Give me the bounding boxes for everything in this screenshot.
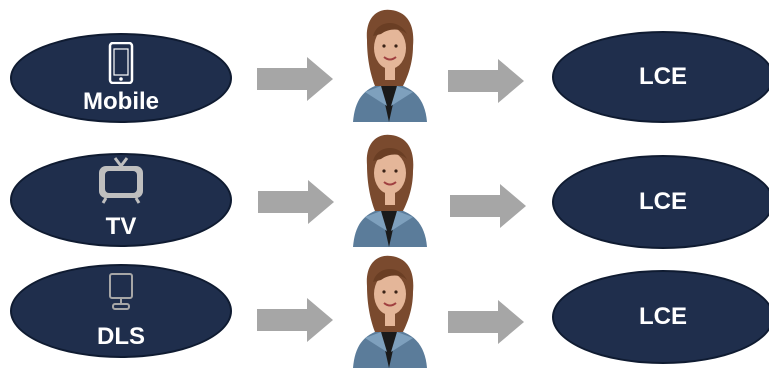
target-oval-lce: LCE — [552, 31, 769, 123]
arrow-right-icon — [448, 300, 524, 344]
source-label: TV — [105, 213, 137, 240]
source-oval-tv: TV — [10, 153, 232, 247]
source-oval-dls: DLS — [10, 264, 232, 358]
target-oval-lce: LCE — [552, 270, 769, 364]
source-oval-mobile: Mobile — [10, 33, 232, 123]
tv-icon — [99, 157, 143, 204]
arrow-right-icon — [257, 57, 333, 101]
desktop-monitor-icon — [109, 273, 133, 310]
source-label: Mobile — [83, 88, 159, 115]
arrow-right-icon — [257, 298, 333, 342]
target-label: LCE — [639, 63, 687, 90]
arrow-right-icon — [450, 184, 526, 228]
mobile-phone-icon — [108, 42, 134, 84]
person-image — [353, 9, 427, 122]
target-oval-lce: LCE — [552, 155, 769, 249]
person-image — [353, 255, 427, 368]
arrow-right-icon — [258, 180, 334, 224]
arrow-right-icon — [448, 59, 524, 103]
source-label: DLS — [97, 323, 145, 350]
person-image — [353, 134, 427, 247]
target-label: LCE — [639, 188, 687, 215]
target-label: LCE — [639, 303, 687, 330]
